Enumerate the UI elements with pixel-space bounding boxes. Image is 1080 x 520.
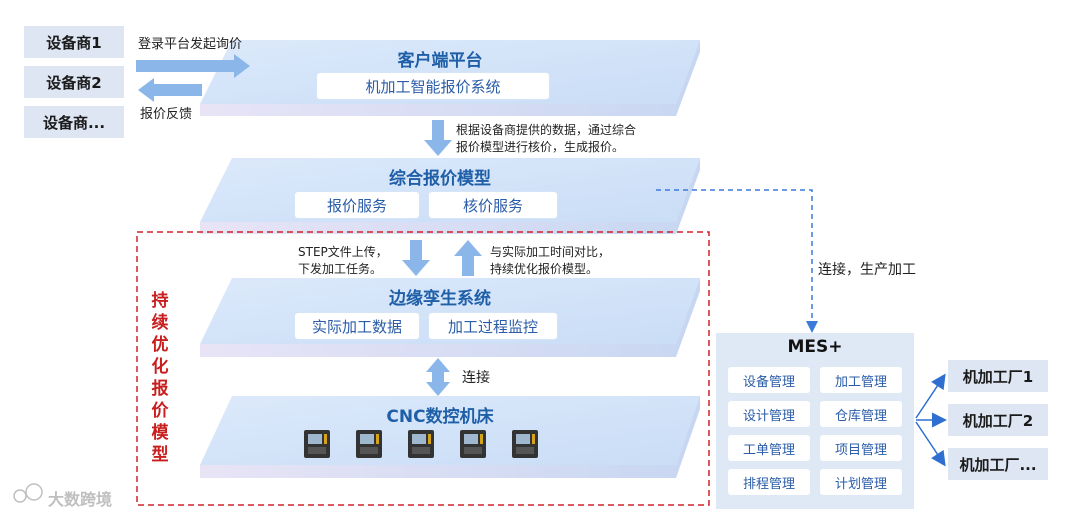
actual-data-box: 实际加工数据 [294, 312, 420, 340]
up-arrow-compare [454, 240, 482, 276]
mes-item-equipment: 设备管理 [728, 367, 810, 393]
feedback-label: 报价反馈 [140, 107, 193, 122]
cnc-machine-icon [304, 430, 330, 458]
mes-link-line [656, 189, 818, 333]
mes-item-project: 项目管理 [820, 435, 902, 461]
vendor-1: 设备商1 [24, 26, 124, 58]
process-monitor-box: 加工过程监控 [428, 312, 558, 340]
feedback-arrow [138, 78, 202, 102]
login-label: 登录平台发起询价 [138, 37, 243, 52]
mes-link-label: 连接，生产加工 [818, 262, 916, 278]
mes-panel: MES+ 设备管理 加工管理 设计管理 仓库管理 工单管理 项目管理 排程管理 … [716, 333, 914, 509]
mes-item-processing: 加工管理 [820, 367, 902, 393]
cnc-machine-icon [460, 430, 486, 458]
watermark-logo-icon [13, 483, 43, 503]
cnc-machine-icon [512, 430, 538, 458]
upload-note-line2: 下发加工任务。 [298, 262, 383, 276]
factory-2: 机加工厂2 [948, 404, 1048, 436]
down-arrow-upload [402, 240, 430, 276]
cnc-machine-icons [304, 430, 538, 458]
factory1-arrow [915, 373, 946, 419]
mes-item-design: 设计管理 [728, 401, 810, 427]
vendor-2: 设备商2 [24, 66, 124, 98]
optimize-label: 持续优化报价模型 [151, 291, 169, 465]
quote-service-box: 报价服务 [294, 191, 420, 219]
factory-1: 机加工厂1 [948, 360, 1048, 392]
quote-model-title: 综合报价模型 [389, 169, 491, 189]
mes-item-planning: 计划管理 [820, 469, 902, 495]
vendor-more: 设备商... [24, 106, 124, 138]
data-note-line2: 报价模型进行核价，生成报价。 [456, 140, 625, 154]
verify-service-box: 核价服务 [428, 191, 558, 219]
compare-note-line2: 持续优化报价模型。 [490, 262, 599, 276]
double-arrow-connect [426, 358, 450, 396]
cnc-machine-icon [408, 430, 434, 458]
factory-more: 机加工厂... [948, 448, 1048, 480]
watermark-text: 大数跨境 [48, 490, 113, 509]
data-note-line1: 根据设备商提供的数据，通过综合 [456, 123, 637, 137]
client-platform-title: 客户端平台 [397, 51, 483, 71]
quote-system-box: 机加工智能报价系统 [316, 72, 550, 100]
mes-item-warehouse: 仓库管理 [820, 401, 902, 427]
mes-item-scheduling: 排程管理 [728, 469, 810, 495]
factory3-arrow [915, 421, 946, 467]
upload-note-line1: STEP文件上传， [298, 245, 388, 259]
edge-system-title: 边缘孪生系统 [389, 289, 491, 309]
login-arrow [136, 54, 250, 78]
cnc-machine-icon [356, 430, 382, 458]
mes-title: MES+ [787, 337, 843, 357]
cnc-title: CNC数控机床 [386, 407, 494, 427]
mes-item-workorder: 工单管理 [728, 435, 810, 461]
connect-label: 连接 [462, 370, 490, 386]
compare-note-line1: 与实际加工时间对比， [490, 245, 611, 259]
optimize-frame [136, 231, 710, 506]
down-arrow-quote [424, 120, 452, 156]
